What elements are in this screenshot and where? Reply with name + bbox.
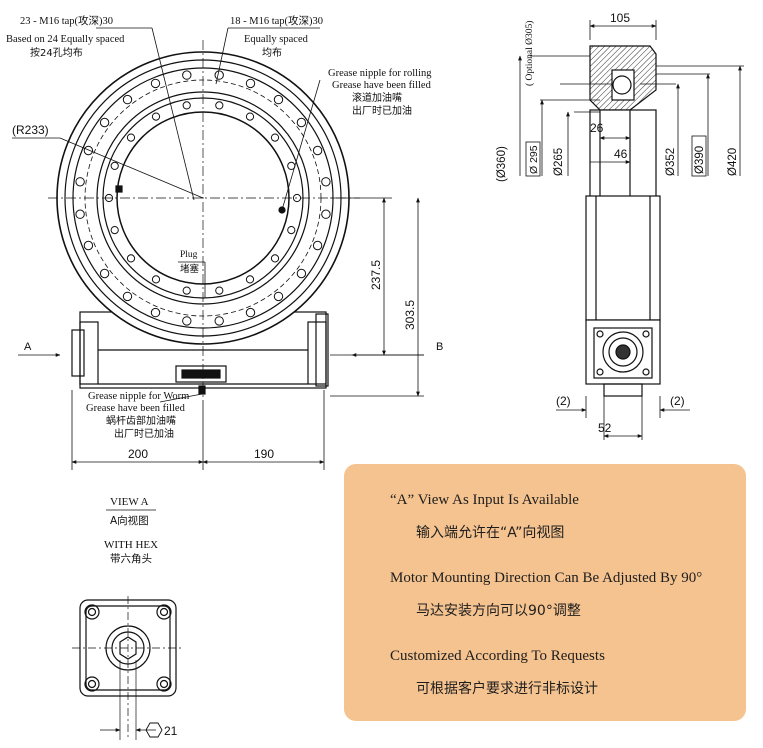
outer-bolt-hole	[273, 291, 284, 302]
inner-bolt-hole	[110, 226, 119, 235]
tap-inner-line1: 18 - M16 tap(攻深)30	[230, 14, 323, 27]
dim-200: 200	[128, 447, 148, 461]
dim-265: Ø265	[553, 148, 565, 176]
view-a-title-cn: A向视图	[110, 514, 149, 527]
dim-52: 52	[598, 421, 612, 435]
outer-bolt-hole	[75, 177, 85, 187]
inner-bolt-hole	[182, 101, 191, 110]
dim-303: 303.5	[403, 300, 417, 330]
outer-bolt-hole	[245, 78, 256, 89]
outer-bolt-hole	[214, 316, 224, 326]
outer-bolt-hole	[122, 291, 133, 302]
plug-label-cn: 堵塞	[180, 263, 200, 275]
inner-bolt-hole	[126, 133, 136, 142]
inner-bolt-hole	[215, 101, 224, 110]
grease-rolling-line1: Grease nipple for rolling	[328, 68, 432, 79]
outer-bolt-hole	[321, 209, 331, 219]
inner-bolt-hole	[110, 161, 119, 170]
outer-bolt-hole	[75, 209, 85, 219]
tap-outer-line2: Based on 24 Equally spaced	[6, 34, 125, 45]
dim-46: 46	[614, 147, 628, 161]
inner-bolt-hole	[245, 112, 255, 121]
outer-bolt-hole	[273, 94, 284, 105]
grease-worm-line2: Grease have been filled	[86, 403, 186, 414]
outer-bolt-hole	[312, 145, 323, 156]
outer-bolt-hole	[182, 70, 192, 80]
grease-rolling-line4: 出厂时已加油	[352, 104, 412, 117]
note-2-cn: 马达安装方向可以90°调整	[416, 603, 581, 619]
dim-295: Ø 295	[528, 145, 540, 174]
dim-26: 26	[590, 121, 604, 135]
view-a-hex: WITH HEX	[104, 539, 158, 551]
dim-2-right: (2)	[670, 394, 685, 408]
outer-bolt-hole	[83, 145, 94, 156]
inner-bolt-hole	[245, 275, 255, 284]
dim-352: Ø352	[665, 148, 677, 176]
optional-label: ( Optional Ø305)	[524, 21, 535, 86]
tap-inner-line3: 均布	[262, 47, 282, 59]
outer-bolt-hole	[321, 177, 331, 187]
dim-2-left: (2)	[556, 394, 571, 408]
inner-bolt-hole	[151, 112, 161, 121]
inner-bolt-hole	[215, 286, 224, 295]
front-view-labels: 23 - M16 tap(攻深)30 Based on 24 Equally s…	[6, 14, 443, 461]
front-view	[12, 27, 424, 470]
outer-bolt-hole	[312, 240, 323, 251]
grease-rolling-line3: 滚道加油嘴	[352, 91, 402, 104]
dim-237: 237.5	[369, 260, 383, 290]
side-view	[518, 20, 744, 440]
dim-390: Ø390	[694, 146, 706, 174]
outer-bolt-hole	[122, 94, 133, 105]
grease-worm-line1: Grease nipple for Worm	[88, 391, 189, 402]
note-2-en: Motor Mounting Direction Can Be Adjusted…	[390, 570, 703, 586]
view-a-hex-cn: 带六角头	[110, 553, 152, 565]
view-a-drawing	[72, 596, 184, 740]
inner-bolt-holes	[104, 101, 302, 295]
arrow-a-label: A	[24, 341, 32, 353]
inner-bolt-hole	[270, 133, 280, 142]
outer-bolt-hole	[150, 78, 161, 89]
outer-bolt-hole	[83, 240, 94, 251]
grease-worm-line3: 蜗杆齿部加油嘴	[106, 414, 176, 427]
outer-bolt-hole	[150, 307, 161, 318]
outer-bolt-hole	[99, 268, 110, 279]
arrow-b-label: B	[436, 341, 443, 353]
note-3-cn: 可根据客户要求进行非标设计	[416, 681, 598, 697]
outer-bolt-hole	[182, 316, 192, 326]
inner-bolt-hole	[182, 286, 191, 295]
notes-panel: “A” View As Input Is Available 输入端允许在“A”…	[344, 464, 746, 721]
outer-bolt-holes	[75, 70, 331, 326]
hex-size: 21	[164, 724, 178, 738]
inner-bolt-hole	[287, 226, 296, 235]
tap-inner-line2: Equally spaced	[244, 34, 309, 45]
dim-420: Ø420	[727, 148, 739, 176]
inner-bolt-hole	[151, 275, 161, 284]
note-1-cn: 输入端允许在“A”向视图	[416, 525, 565, 541]
outer-bolt-hole	[214, 70, 224, 80]
outer-bolt-hole	[296, 117, 307, 128]
outer-bolt-hole	[296, 268, 307, 279]
view-a-labels: VIEW A A向视图 WITH HEX 带六角头	[104, 496, 158, 565]
view-a-title: VIEW A	[110, 496, 149, 508]
note-1-en: “A” View As Input Is Available	[390, 492, 579, 508]
inner-bolt-hole	[270, 254, 280, 263]
grease-worm-line4: 出厂时已加油	[114, 427, 174, 440]
dim-360: (Ø360)	[496, 146, 508, 182]
tap-outer-line1: 23 - M16 tap(攻深)30	[20, 14, 113, 27]
dim-105: 105	[610, 11, 630, 25]
outer-bolt-hole	[245, 307, 256, 318]
note-3-en: Customized According To Requests	[390, 648, 605, 664]
inner-bolt-hole	[126, 254, 136, 263]
grease-rolling-line2: Grease have been filled	[332, 80, 432, 91]
plug-label: Plug	[180, 250, 198, 260]
outer-bolt-hole	[99, 117, 110, 128]
dim-190: 190	[254, 447, 274, 461]
tap-outer-line3: 按24孔均布	[30, 46, 83, 59]
side-view-labels: 105 ( Optional Ø305) (Ø360) Ø 295 Ø265 2…	[496, 11, 739, 435]
radius-label: (R233)	[12, 123, 49, 137]
